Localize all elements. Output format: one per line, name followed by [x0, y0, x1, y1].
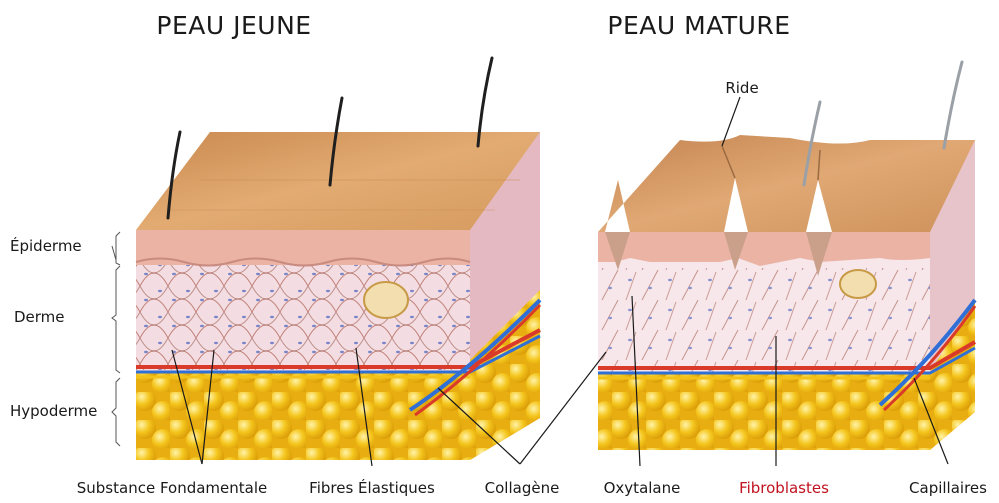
young-top-face [136, 132, 540, 230]
label-capillaries: Capillaires [909, 479, 987, 497]
label-fibroblasts: Fibroblastes [739, 479, 829, 497]
label-epidermis: Épiderme [10, 236, 82, 255]
mature-gland [840, 270, 876, 298]
label-hypodermis: Hypoderme [10, 402, 97, 420]
label-collagen: Collagène [485, 479, 560, 497]
label-ground-substance: Substance Fondamentale [77, 479, 268, 497]
label-wrinkle: Ride [725, 79, 758, 97]
young-epidermis [136, 230, 470, 265]
label-oxytalan: Oxytalane [604, 479, 681, 497]
mature-skin-block [598, 62, 975, 450]
young-skin-block [136, 58, 540, 460]
title-young: PEAU JEUNE [156, 11, 311, 40]
label-elastic-fibers: Fibres Élastiques [309, 478, 435, 497]
label-dermis: Derme [14, 308, 65, 326]
title-mature: PEAU MATURE [607, 11, 790, 40]
young-gland [364, 282, 408, 318]
mature-dermis-fibers [598, 268, 930, 372]
young-dermis-fibers [136, 265, 470, 370]
young-hypodermis [136, 372, 470, 460]
layer-brackets [112, 232, 120, 446]
mature-top-face [598, 135, 975, 232]
mature-hypodermis [598, 374, 930, 450]
gray-hair-icon [944, 62, 962, 148]
